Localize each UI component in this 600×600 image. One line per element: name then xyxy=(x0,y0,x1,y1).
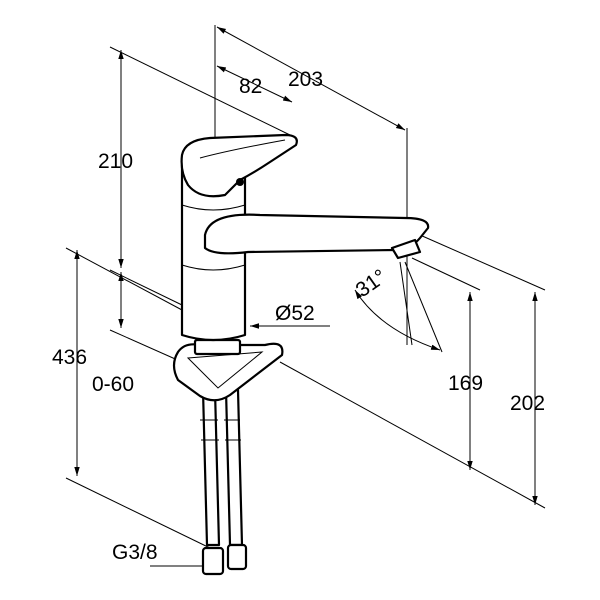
dim-436: 436 xyxy=(52,346,87,369)
dim-g3-8: G3/8 xyxy=(112,541,158,564)
extension-lines xyxy=(65,25,546,549)
dim-203: 203 xyxy=(288,68,323,91)
dim-169: 169 xyxy=(448,372,483,395)
dim-202: 202 xyxy=(510,392,545,415)
lever-handle xyxy=(180,133,298,198)
dim-31-degree: 31° xyxy=(352,265,391,302)
dim-82: 82 xyxy=(239,75,262,98)
spout xyxy=(203,213,430,255)
dim-diameter-52: Ø52 xyxy=(275,302,315,325)
dim-0-60: 0-60 xyxy=(92,373,134,396)
dimension-lines xyxy=(74,26,538,569)
dim-210: 210 xyxy=(98,150,133,173)
